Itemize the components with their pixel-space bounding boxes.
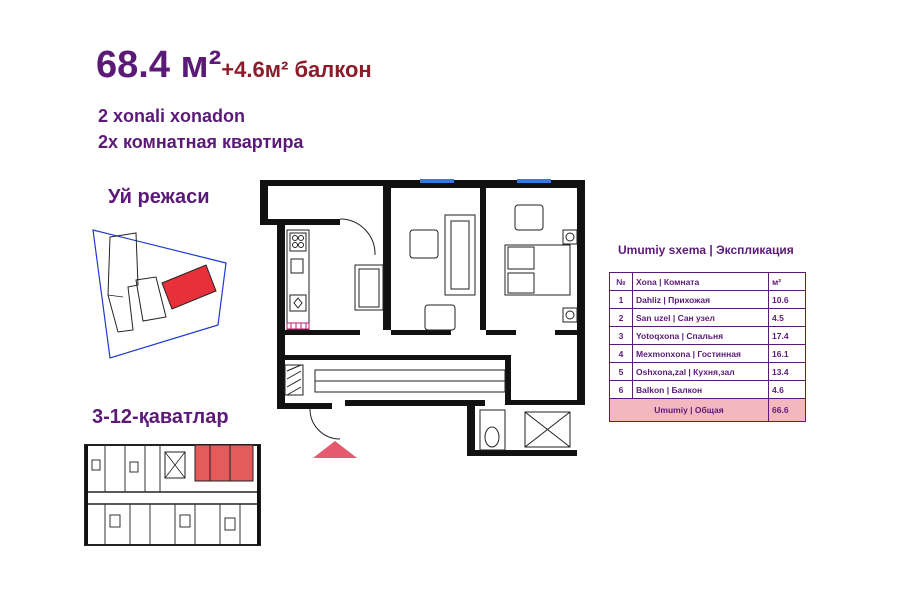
row-room: Mexmonxona | Гостинная [632, 344, 769, 363]
row-area: 4.5 [768, 308, 806, 327]
row-room: San uzel | Сан узел [632, 308, 769, 327]
row-number: 2 [609, 308, 633, 327]
row-room: Oshxona,zal | Кухня,зал [632, 362, 769, 381]
column-area: м² [768, 272, 806, 291]
table-row: 4 Mexmonxona | Гостинная 16.1 [609, 344, 806, 363]
radiator [286, 322, 310, 330]
area-value: 68.4 [96, 44, 170, 86]
row-number: 4 [609, 344, 633, 363]
floor-plan-thumbnail [84, 444, 261, 546]
subtitle-russian: 2х комнатная квартира [98, 132, 304, 152]
table-header-row: № Xona | Комната м² [609, 272, 806, 291]
site-plan-label: Уй режаси [108, 186, 210, 208]
total-label: Umumiy | Общая [609, 398, 769, 422]
area-unit: м² [180, 44, 222, 86]
row-area: 16.1 [768, 344, 806, 363]
site-plan-map [92, 229, 227, 359]
building-highlight [161, 264, 217, 310]
balcony-area: +4.6м² балкон [221, 57, 372, 82]
row-area: 10.6 [768, 290, 806, 309]
row-area: 17.4 [768, 326, 806, 345]
floors-label: 3-12-қаватлар [92, 406, 229, 428]
table-row: 3 Yotoqxona | Спальня 17.4 [609, 326, 806, 345]
row-area: 4.6 [768, 380, 806, 399]
total-row: Umumiy | Общая 66.6 [609, 398, 806, 422]
window [420, 179, 551, 183]
explication-table: № Xona | Комната м² 1 Dahliz | Прихожая … [609, 272, 806, 422]
apartment-floor-plan [260, 179, 585, 458]
row-room: Dahliz | Прихожая [632, 290, 769, 309]
apartment-area: 68.4 м²+4.6м² балкон [96, 44, 372, 87]
table-row: 2 San uzel | Сан узел 4.5 [609, 308, 806, 327]
row-room: Balkon | Балкон [632, 380, 769, 399]
row-number: 3 [609, 326, 633, 345]
row-room: Yotoqxona | Спальня [632, 326, 769, 345]
column-number: № [609, 272, 633, 291]
row-number: 1 [609, 290, 633, 309]
row-number: 6 [609, 380, 633, 399]
table-row: 6 Balkon | Балкон 4.6 [609, 380, 806, 399]
column-room: Xona | Комната [632, 272, 769, 291]
subtitle-uzbek: 2 xonali xonadon [98, 106, 246, 126]
table-row: 5 Oshxona,zal | Кухня,зал 13.4 [609, 362, 806, 381]
entrance-arrow-icon [313, 441, 357, 458]
total-area: 66.6 [768, 398, 806, 422]
explication-title: Umumiy sxema | Экспликация [618, 243, 794, 257]
row-area: 13.4 [768, 362, 806, 381]
table-row: 1 Dahliz | Прихожая 10.6 [609, 290, 806, 309]
row-number: 5 [609, 362, 633, 381]
